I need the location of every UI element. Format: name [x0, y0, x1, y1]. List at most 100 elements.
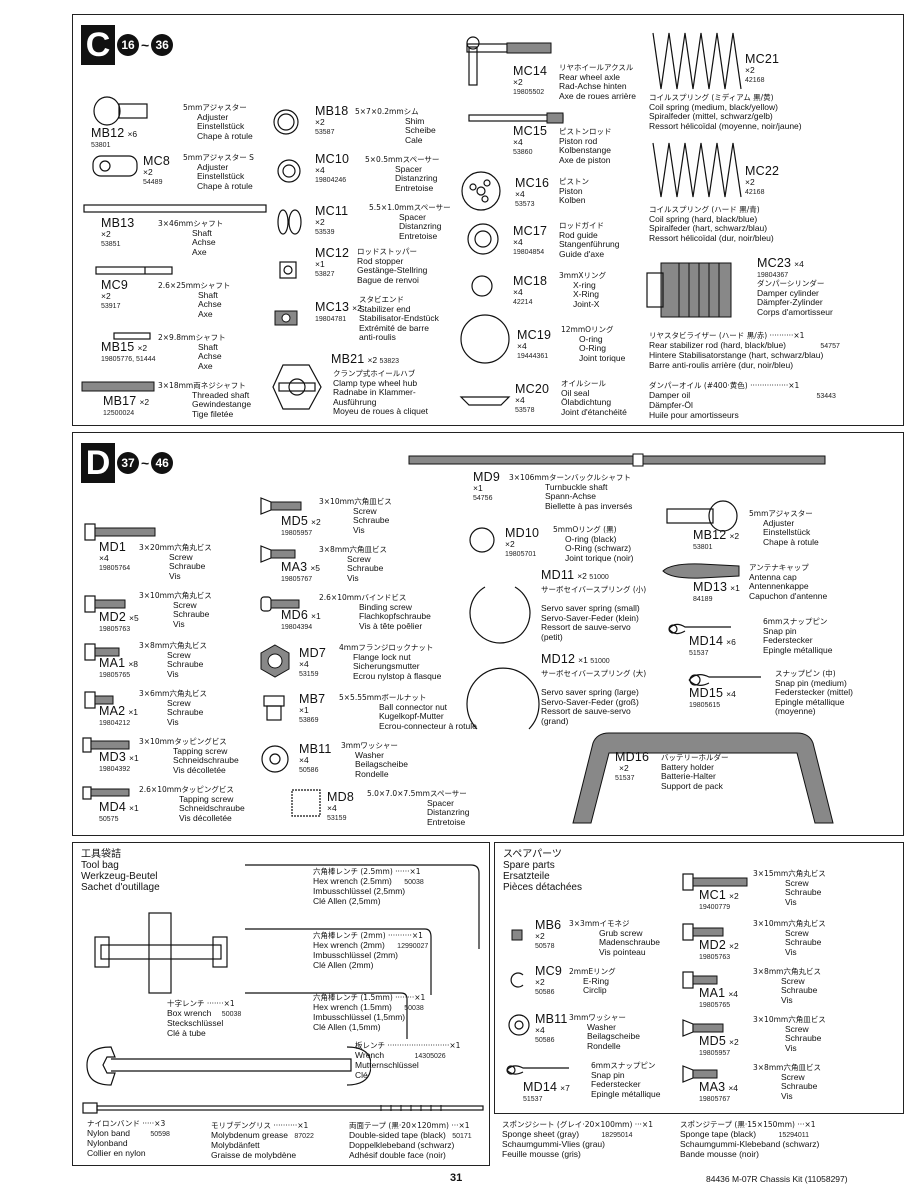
tapping-screw-icon [82, 737, 130, 753]
rear-axle-icon [466, 36, 480, 86]
shim-icon [273, 109, 299, 135]
battery-holder-icon [572, 732, 834, 824]
desc-mc22: コイルスプリング (ハード 黒/青)Coil spring (hard, bla… [649, 205, 774, 243]
lock-nut-icon [260, 644, 290, 678]
section-c-badge: C 16 ~ 36 [81, 25, 174, 65]
snap-pin-icon [506, 1065, 569, 1075]
stabilizer-end-icon [274, 310, 298, 326]
step-tilde: ~ [141, 37, 150, 53]
part-md11: MD11×2 51000 [541, 568, 609, 582]
box-wrench-icon [94, 912, 228, 994]
oil-seal-icon [459, 396, 511, 406]
countersunk-screw-icon [682, 1065, 718, 1083]
spacer-thick-icon [277, 209, 302, 235]
step-to: 46 [151, 452, 174, 474]
adjuster-icon [93, 96, 148, 126]
hex-wrench-icon [245, 928, 432, 995]
desc-md11: サーボセイバースプリング (小)Servo saver spring (smal… [541, 585, 647, 642]
x-ring-icon [471, 275, 493, 297]
adjuster-s-icon [92, 155, 138, 177]
desc-md15: スナップピン (中)Snap pin (medium)Federstecker … [775, 669, 853, 716]
screw-icon [84, 595, 126, 613]
washer-icon [261, 745, 289, 773]
screw-icon [84, 523, 156, 541]
damper-cylinder-icon [646, 262, 732, 318]
e-ring-icon [510, 972, 524, 988]
piston-rod-icon [468, 112, 564, 124]
part-md12: MD12×1 51000 [541, 652, 610, 666]
servo-spring-small-icon [469, 586, 531, 644]
countersunk-screw-icon [260, 497, 302, 515]
footer-kit-label: 84436 M-07R Chassis Kit (11058297) [706, 1174, 848, 1184]
step-tilde: ~ [141, 455, 150, 471]
tapping-screw-icon [82, 786, 130, 800]
screw-icon [84, 643, 120, 661]
coil-spring-hard-icon [652, 142, 742, 198]
page-number: 31 [450, 1172, 463, 1184]
washer-icon [508, 1014, 530, 1036]
rod-guide-icon [467, 223, 499, 255]
ball-nut-icon [263, 695, 285, 721]
section-letter: C [81, 25, 115, 65]
hex-wrench-icon [245, 864, 480, 949]
binding-screw-icon [260, 596, 300, 612]
